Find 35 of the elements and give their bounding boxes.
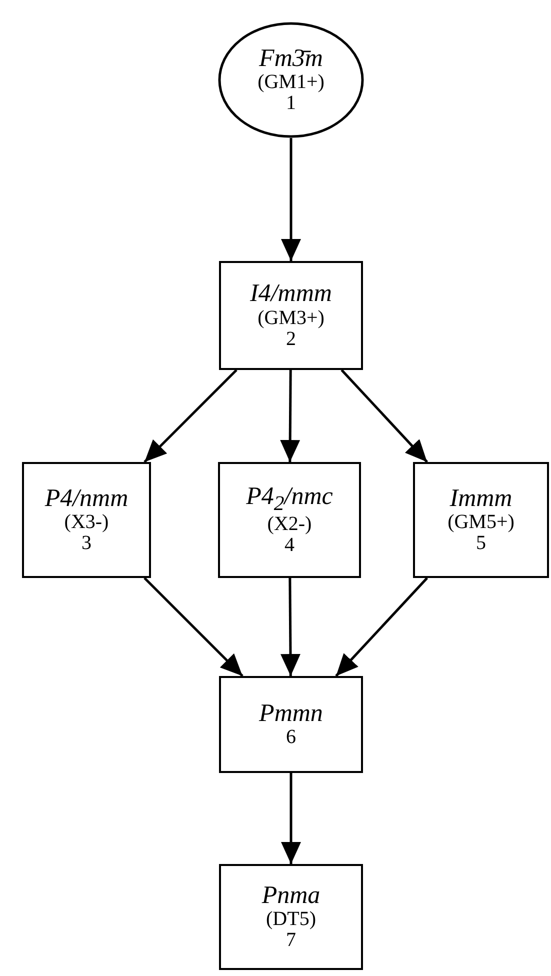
- process-box: [413, 462, 549, 578]
- irrep-label: (X3-): [64, 512, 109, 534]
- process-box: [22, 462, 151, 578]
- arrow: [281, 773, 301, 864]
- space-group-label: Pmmn: [259, 700, 323, 728]
- process-box: [218, 462, 361, 578]
- node-number: 5: [476, 533, 486, 554]
- node-number: 3: [82, 533, 92, 554]
- space-group-label: I4/mmm: [250, 281, 332, 308]
- irrep-label: (X2-): [267, 514, 312, 536]
- irrep-label: (GM1+): [258, 72, 324, 94]
- arrow: [281, 138, 301, 261]
- arrow: [280, 578, 300, 676]
- node-number: 6: [286, 727, 296, 748]
- process-box: [219, 261, 363, 370]
- process-box: [219, 864, 363, 970]
- arrow: [144, 369, 238, 463]
- space-group-label: P4$_{2}$/nmc: [246, 484, 333, 514]
- node-number: 4: [284, 535, 294, 556]
- irrep-label: (GM3+): [258, 308, 324, 329]
- space-group-label: Immm: [450, 486, 512, 512]
- arrow: [335, 577, 428, 677]
- irrep-label: (DT5): [266, 909, 316, 930]
- irrep-label: (GM5+): [448, 512, 514, 534]
- arrow: [144, 577, 244, 677]
- arrow: [280, 370, 300, 462]
- space-group-label: Pnma: [262, 882, 320, 910]
- node-number: 2: [286, 328, 296, 350]
- arrow: [340, 369, 428, 463]
- space-group-label: Fm3̄m: [259, 46, 323, 72]
- ellipse-node: [218, 22, 364, 138]
- node-number: 1: [286, 93, 296, 114]
- node-number: 7: [286, 930, 296, 952]
- process-box: [219, 676, 363, 773]
- space-group-label: P4/nmm: [44, 486, 128, 512]
